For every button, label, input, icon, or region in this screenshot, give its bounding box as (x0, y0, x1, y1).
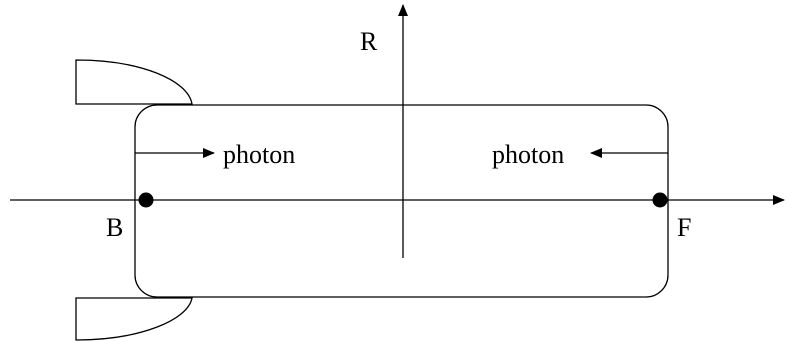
upper-fin (75, 59, 193, 105)
r-axis-label: R (360, 27, 378, 56)
point-b-dot (138, 192, 154, 208)
photon-label-left: photon (223, 140, 295, 169)
point-f-label: F (677, 213, 691, 242)
point-b-label: B (106, 213, 123, 242)
lower-fin (75, 297, 193, 341)
body-rectangle (134, 104, 669, 298)
point-f-dot (652, 192, 668, 208)
photon-label-right: photon (492, 140, 564, 169)
